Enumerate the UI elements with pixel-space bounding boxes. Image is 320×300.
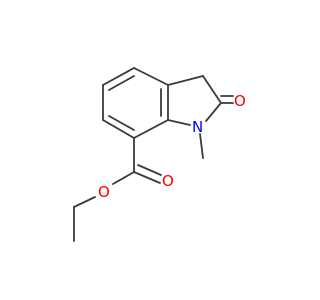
ring-nitrogen-label: N (192, 118, 203, 136)
bond-n1-c7a (167, 119, 191, 126)
bond-ester-c-o-ether (112, 171, 135, 185)
bond-n1-methyl (199, 133, 204, 159)
bond-c2-n1 (205, 102, 222, 122)
ester-carbonyl-oxygen-label: O (162, 172, 174, 190)
double-bond-c6-c7 (108, 115, 135, 131)
bond-c4-c5 (102, 67, 135, 86)
ester-group (73, 137, 162, 242)
bond-c6-c7 (102, 119, 135, 139)
lactam-carbonyl (220, 95, 234, 104)
bond-o-ch2 (73, 196, 96, 208)
double-bond-c4-c5 (108, 75, 135, 91)
carbonyl-oxygen-label: O (234, 92, 246, 110)
ester-ether-oxygen-label: O (98, 183, 110, 201)
bond-ester-c-o-carbonyl (133, 171, 161, 184)
molecule-structure: O N O O (73, 67, 246, 242)
bond-c3a-c3 (167, 75, 204, 86)
bond-c7-c7a (133, 119, 169, 139)
double-bond-ester-c-o-carbonyl (137, 164, 162, 176)
structure-canvas: O N O O (73, 67, 246, 242)
lactam-ring (167, 75, 222, 126)
benzene-ring (102, 67, 169, 139)
bond-c3a-c4 (133, 67, 169, 86)
bond-c3-c2 (202, 75, 222, 104)
